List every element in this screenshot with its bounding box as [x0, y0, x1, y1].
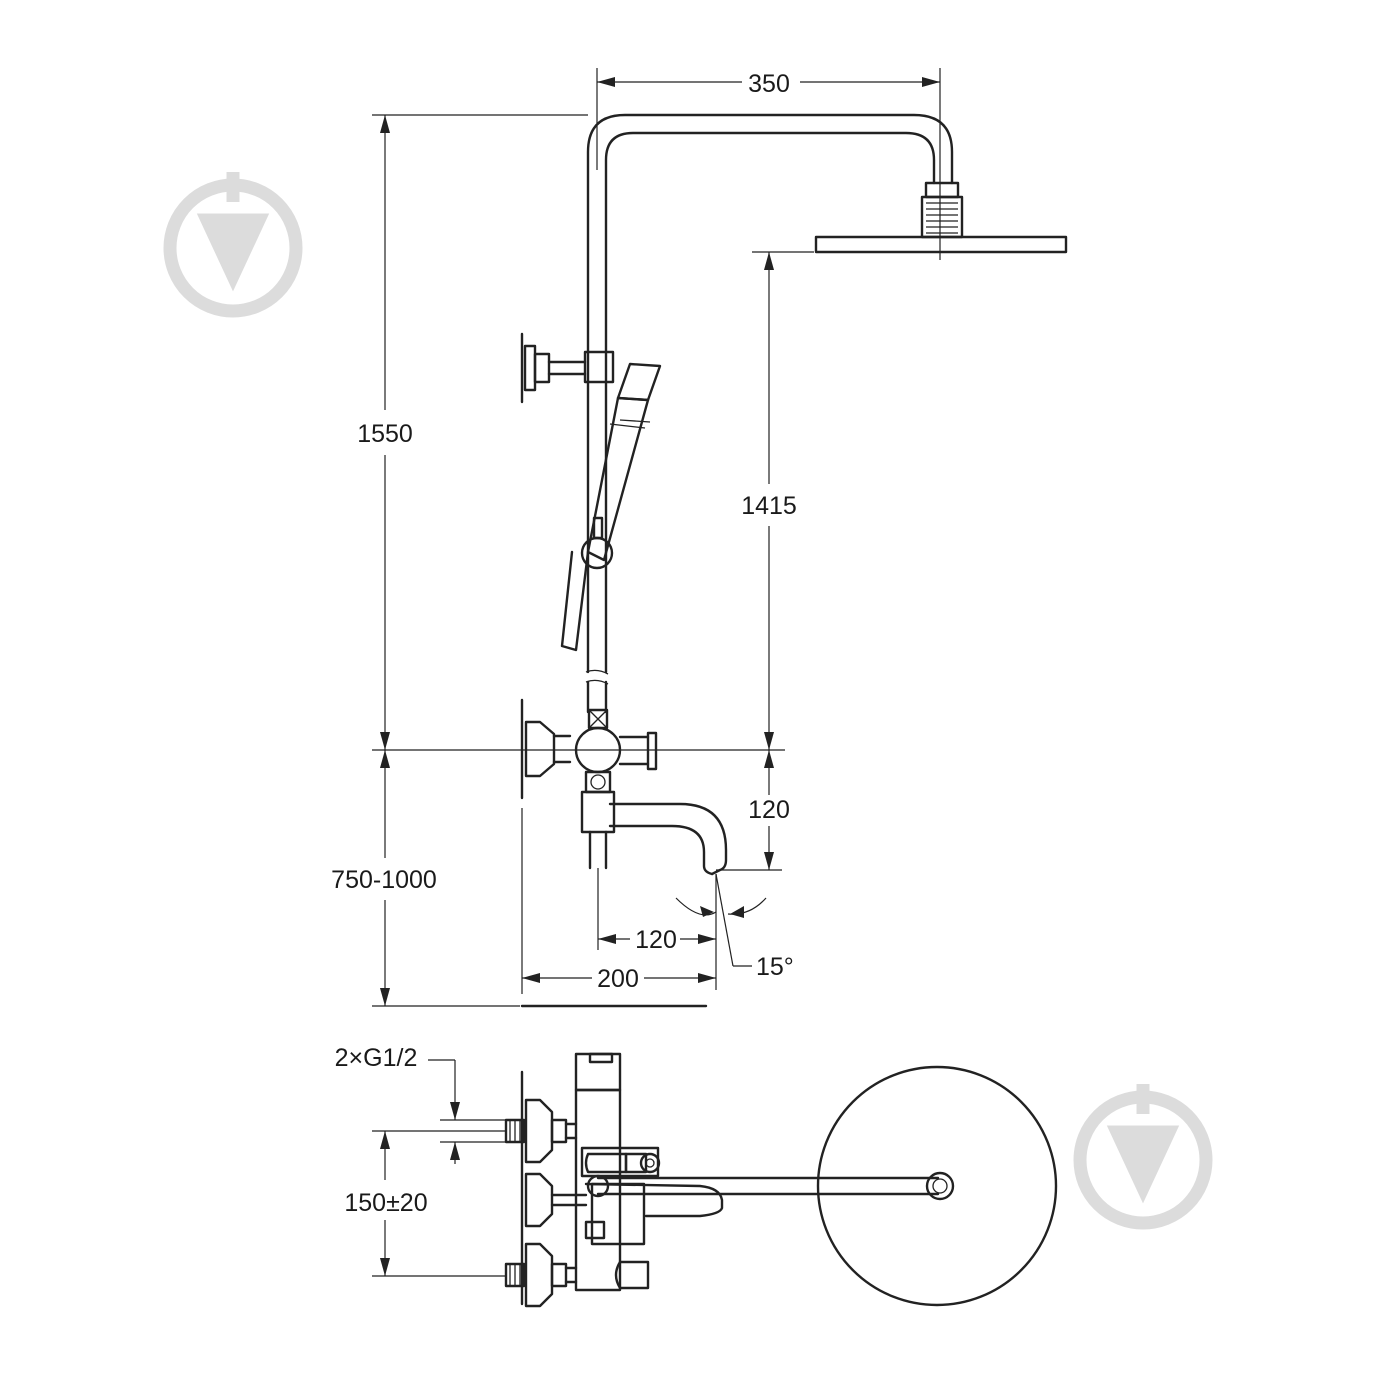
- watermark-logo-right: [1073, 1084, 1213, 1230]
- riser-and-arm: [585, 113, 954, 714]
- dim-spout-angle-label: 15°: [756, 953, 794, 981]
- dim-total-height-label: 1550: [357, 420, 413, 448]
- dim-spout-reach-label: 120: [635, 926, 677, 954]
- dim-mixer-height: [372, 750, 520, 1007]
- dim-inlet-spacing: [372, 1130, 505, 1277]
- dim-head-reach-label: 350: [748, 70, 790, 98]
- top-view-arm-and-head: [586, 1065, 1058, 1307]
- dim-mixer-height-label: 750-1000: [331, 866, 437, 894]
- dim-spout-offset: [522, 973, 716, 983]
- dim-spout-offset-label: 200: [597, 965, 639, 993]
- bath-spout: [608, 802, 728, 876]
- shower-head-side: [814, 181, 1068, 254]
- dim-spout-reach: [597, 868, 716, 950]
- hand-shower: [560, 362, 662, 652]
- dim-spout-drop: [716, 750, 782, 871]
- dim-spout-angle: [675, 873, 767, 990]
- top-view-inlets: [504, 1098, 588, 1308]
- dim-inlet-thread: [428, 1059, 505, 1164]
- dim-inlet-spacing-label: 150±20: [344, 1189, 427, 1217]
- dim-head-height-label: 1415: [741, 492, 797, 520]
- watermark-logo-left: [163, 172, 303, 318]
- upper-wall-bracket: [520, 332, 615, 404]
- top-view-mixer: [574, 1052, 724, 1292]
- dim-total-height: [372, 114, 588, 750]
- mixer-side: [520, 698, 658, 870]
- dim-head-height: [752, 251, 814, 750]
- dim-head-reach: [596, 68, 941, 260]
- dim-inlet-thread-label: 2×G1/2: [335, 1044, 418, 1072]
- dim-spout-drop-label: 120: [748, 796, 790, 824]
